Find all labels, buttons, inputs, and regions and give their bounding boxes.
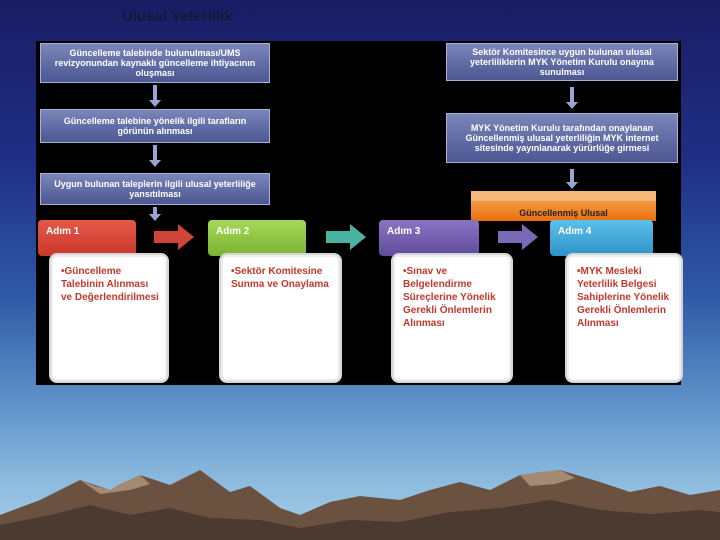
right-arrow-icon — [154, 224, 194, 250]
result-box: Güncellenmiş Ulusal — [471, 191, 656, 221]
down-arrow-icon — [570, 169, 574, 183]
step-header-1: Adım 1 — [38, 220, 136, 256]
mountain-landscape — [0, 420, 720, 540]
step-label: Adım 2 — [216, 226, 249, 237]
step-body-1: •Güncelleme Talebinin Alınması ve Değerl… — [49, 253, 169, 383]
down-arrow-icon — [153, 85, 157, 101]
down-arrow-icon — [153, 207, 157, 215]
process-diagram: Güncelleme talebinde bulunulması/UMS rev… — [36, 41, 681, 385]
step-header-3: Adım 3 — [379, 220, 479, 256]
step-label: Adım 1 — [46, 226, 79, 237]
left-flow-box-1: Güncelleme talebinde bulunulması/UMS rev… — [40, 43, 270, 83]
left-flow-box-3: Uygun bulunan taleplerin ilgili ulusal y… — [40, 173, 270, 205]
step-header-4: Adım 4 — [550, 220, 653, 256]
left-flow-box-2: Güncelleme talebine yönelik ilgili taraf… — [40, 109, 270, 143]
step-body-3: •Sınav ve Belgelendirme Süreçlerine Yöne… — [391, 253, 513, 383]
right-flow-box-1: Sektör Komitesince uygun bulunan ulusal … — [446, 43, 678, 81]
step-text: •MYK Mesleki Yeterlilik Belgesi Sahipler… — [577, 266, 669, 329]
down-arrow-icon — [570, 87, 574, 103]
step-text: •Sektör Komitesine Sunma ve Onaylama — [231, 266, 329, 290]
step-text: •Sınav ve Belgelendirme Süreçlerine Yöne… — [403, 266, 496, 329]
down-arrow-icon — [153, 145, 157, 161]
step-body-4: •MYK Mesleki Yeterlilik Belgesi Sahipler… — [565, 253, 683, 383]
right-flow-box-2: MYK Yönetim Kurulu tarafından onaylanan … — [446, 113, 678, 163]
slide-title: Ulusal Yeterlilik — [122, 8, 233, 25]
step-header-2: Adım 2 — [208, 220, 306, 256]
step-body-2: •Sektör Komitesine Sunma ve Onaylama — [219, 253, 342, 383]
step-label: Adım 4 — [558, 226, 591, 237]
step-label: Adım 3 — [387, 226, 420, 237]
right-arrow-icon — [498, 224, 538, 250]
right-arrow-icon — [326, 224, 366, 250]
step-text: •Güncelleme Talebinin Alınması ve Değerl… — [61, 266, 159, 303]
